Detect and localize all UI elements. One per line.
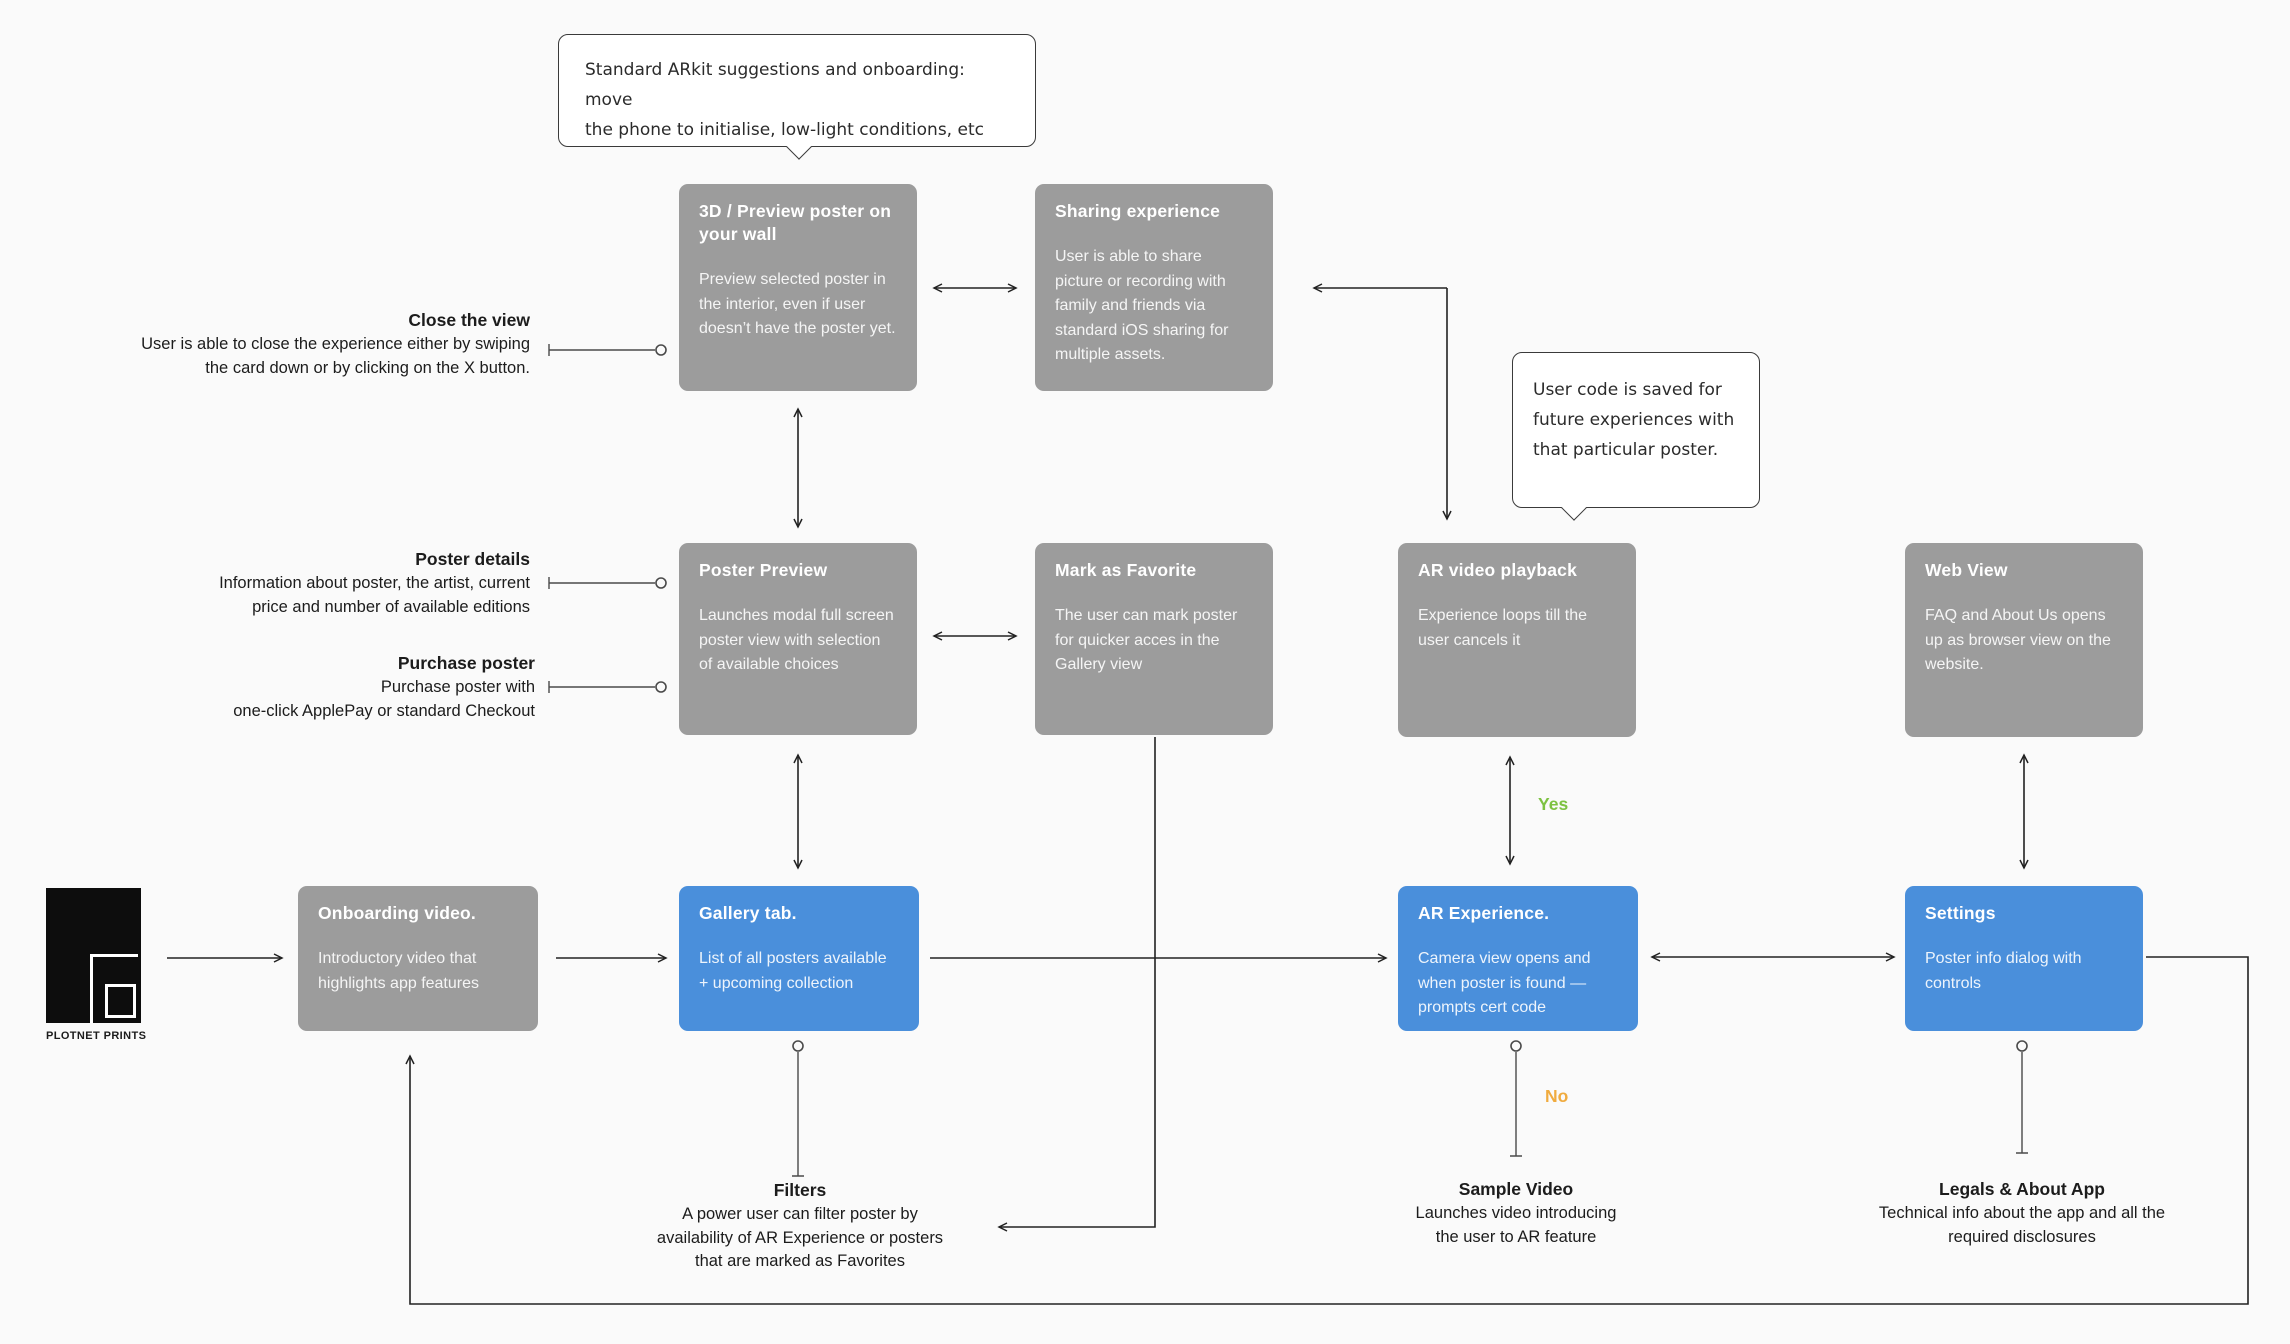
connector-purchase-poster xyxy=(548,681,667,693)
node-ar-experience[interactable]: AR Experience. Camera view opens and whe… xyxy=(1398,886,1638,1031)
annotation-filters: Filters A power user can filter poster b… xyxy=(590,1178,1010,1274)
annotation-title: Poster details xyxy=(415,549,530,569)
annotation-title: Purchase poster xyxy=(397,653,535,673)
node-title: Web View xyxy=(1925,560,2008,580)
node-body: List of all posters available + upcoming… xyxy=(699,950,887,992)
node-title: AR video playback xyxy=(1418,560,1578,580)
plotnet-logo-mark xyxy=(46,888,141,1023)
connector-close-view xyxy=(548,344,667,356)
logo-label: PLOTNET PRINTS xyxy=(46,1030,147,1042)
logo-nested-rect xyxy=(89,954,139,1023)
node-settings[interactable]: Settings Poster info dialog with control… xyxy=(1905,886,2143,1031)
annotation-title: Sample Video xyxy=(1458,1179,1574,1199)
node-title: Onboarding video. xyxy=(318,903,476,923)
node-body: Preview selected poster in the interior,… xyxy=(699,271,896,337)
annotation-title: Legals & About App xyxy=(1939,1179,2105,1199)
callout-user-code-text: User code is saved for future experience… xyxy=(1533,380,1735,460)
node-sharing-experience[interactable]: Sharing experience User is able to share… xyxy=(1035,184,1273,391)
callout-tail-down-icon xyxy=(1561,494,1587,521)
node-onboarding-video[interactable]: Onboarding video. Introductory video tha… xyxy=(298,886,538,1031)
node-body: User is able to share picture or recordi… xyxy=(1055,248,1229,363)
node-title: Mark as Favorite xyxy=(1055,560,1197,580)
node-title: Settings xyxy=(1925,903,1996,923)
annotation-title: Close the view xyxy=(408,310,530,330)
node-body: The user can mark poster for quicker acc… xyxy=(1055,607,1238,673)
node-body: Introductory video that highlights app f… xyxy=(318,950,479,992)
connector-sample-video xyxy=(1510,1040,1522,1157)
annotation-body: User is able to close the experience eit… xyxy=(141,335,530,377)
annotation-sample-video: Sample Video Launches video introducing … xyxy=(1316,1177,1716,1249)
annotation-body: A power user can filter poster by availa… xyxy=(656,1205,944,1270)
logo-nested-rect-small xyxy=(104,983,136,1019)
no-label: No xyxy=(1545,1086,1569,1106)
node-title: 3D / Preview poster on your wall xyxy=(699,201,892,244)
connector-filters xyxy=(792,1040,804,1177)
annotation-body: Information about poster, the artist, cu… xyxy=(219,574,530,616)
node-mark-as-favorite[interactable]: Mark as Favorite The user can mark poste… xyxy=(1035,543,1273,735)
node-title: Poster Preview xyxy=(699,560,828,580)
node-body: FAQ and About Us opens up as browser vie… xyxy=(1925,607,2111,673)
annotation-purchase-poster: Purchase poster Purchase poster with one… xyxy=(110,651,535,723)
plotnet-logo: PLOTNET PRINTS xyxy=(46,888,147,1042)
node-body: Poster info dialog with controls xyxy=(1925,950,2082,992)
callout-arkit[interactable]: Standard ARkit suggestions and onboardin… xyxy=(558,34,1036,160)
node-body: Camera view opens and when poster is fou… xyxy=(1418,950,1591,1016)
callout-arkit-text: Standard ARkit suggestions and onboardin… xyxy=(585,60,984,140)
annotation-body: Technical info about the app and all the… xyxy=(1878,1204,2166,1246)
node-web-view[interactable]: Web View FAQ and About Us opens up as br… xyxy=(1905,543,2143,737)
node-gallery-tab[interactable]: Gallery tab. List of all posters availab… xyxy=(679,886,919,1031)
connector-poster-details xyxy=(548,577,667,589)
annotation-legals: Legals & About App Technical info about … xyxy=(1812,1177,2232,1249)
node-title: Sharing experience xyxy=(1055,201,1221,221)
node-body: Experience loops till the user cancels i… xyxy=(1418,607,1587,649)
node-ar-video-playback[interactable]: AR video playback Experience loops till … xyxy=(1398,543,1636,737)
annotation-body: Purchase poster with one-click ApplePay … xyxy=(233,678,535,720)
annotation-body: Launches video introducing the user to A… xyxy=(1415,1204,1617,1246)
node-poster-preview[interactable]: Poster Preview Launches modal full scree… xyxy=(679,543,917,735)
node-body: Launches modal full screen poster view w… xyxy=(699,607,894,673)
node-title: AR Experience. xyxy=(1418,903,1550,923)
node-title: Gallery tab. xyxy=(699,903,797,923)
arrow-favorite-to-filters xyxy=(997,737,1156,1232)
annotation-title: Filters xyxy=(773,1180,827,1200)
connector-legals xyxy=(2016,1040,2028,1154)
annotation-close-view: Close the view User is able to close the… xyxy=(60,308,530,380)
annotation-poster-details: Poster details Information about poster,… xyxy=(110,547,530,619)
callout-user-code[interactable]: User code is saved for future experience… xyxy=(1512,352,1760,521)
yes-label: Yes xyxy=(1538,794,1569,814)
node-3d-preview[interactable]: 3D / Preview poster on your wall Preview… xyxy=(679,184,917,391)
